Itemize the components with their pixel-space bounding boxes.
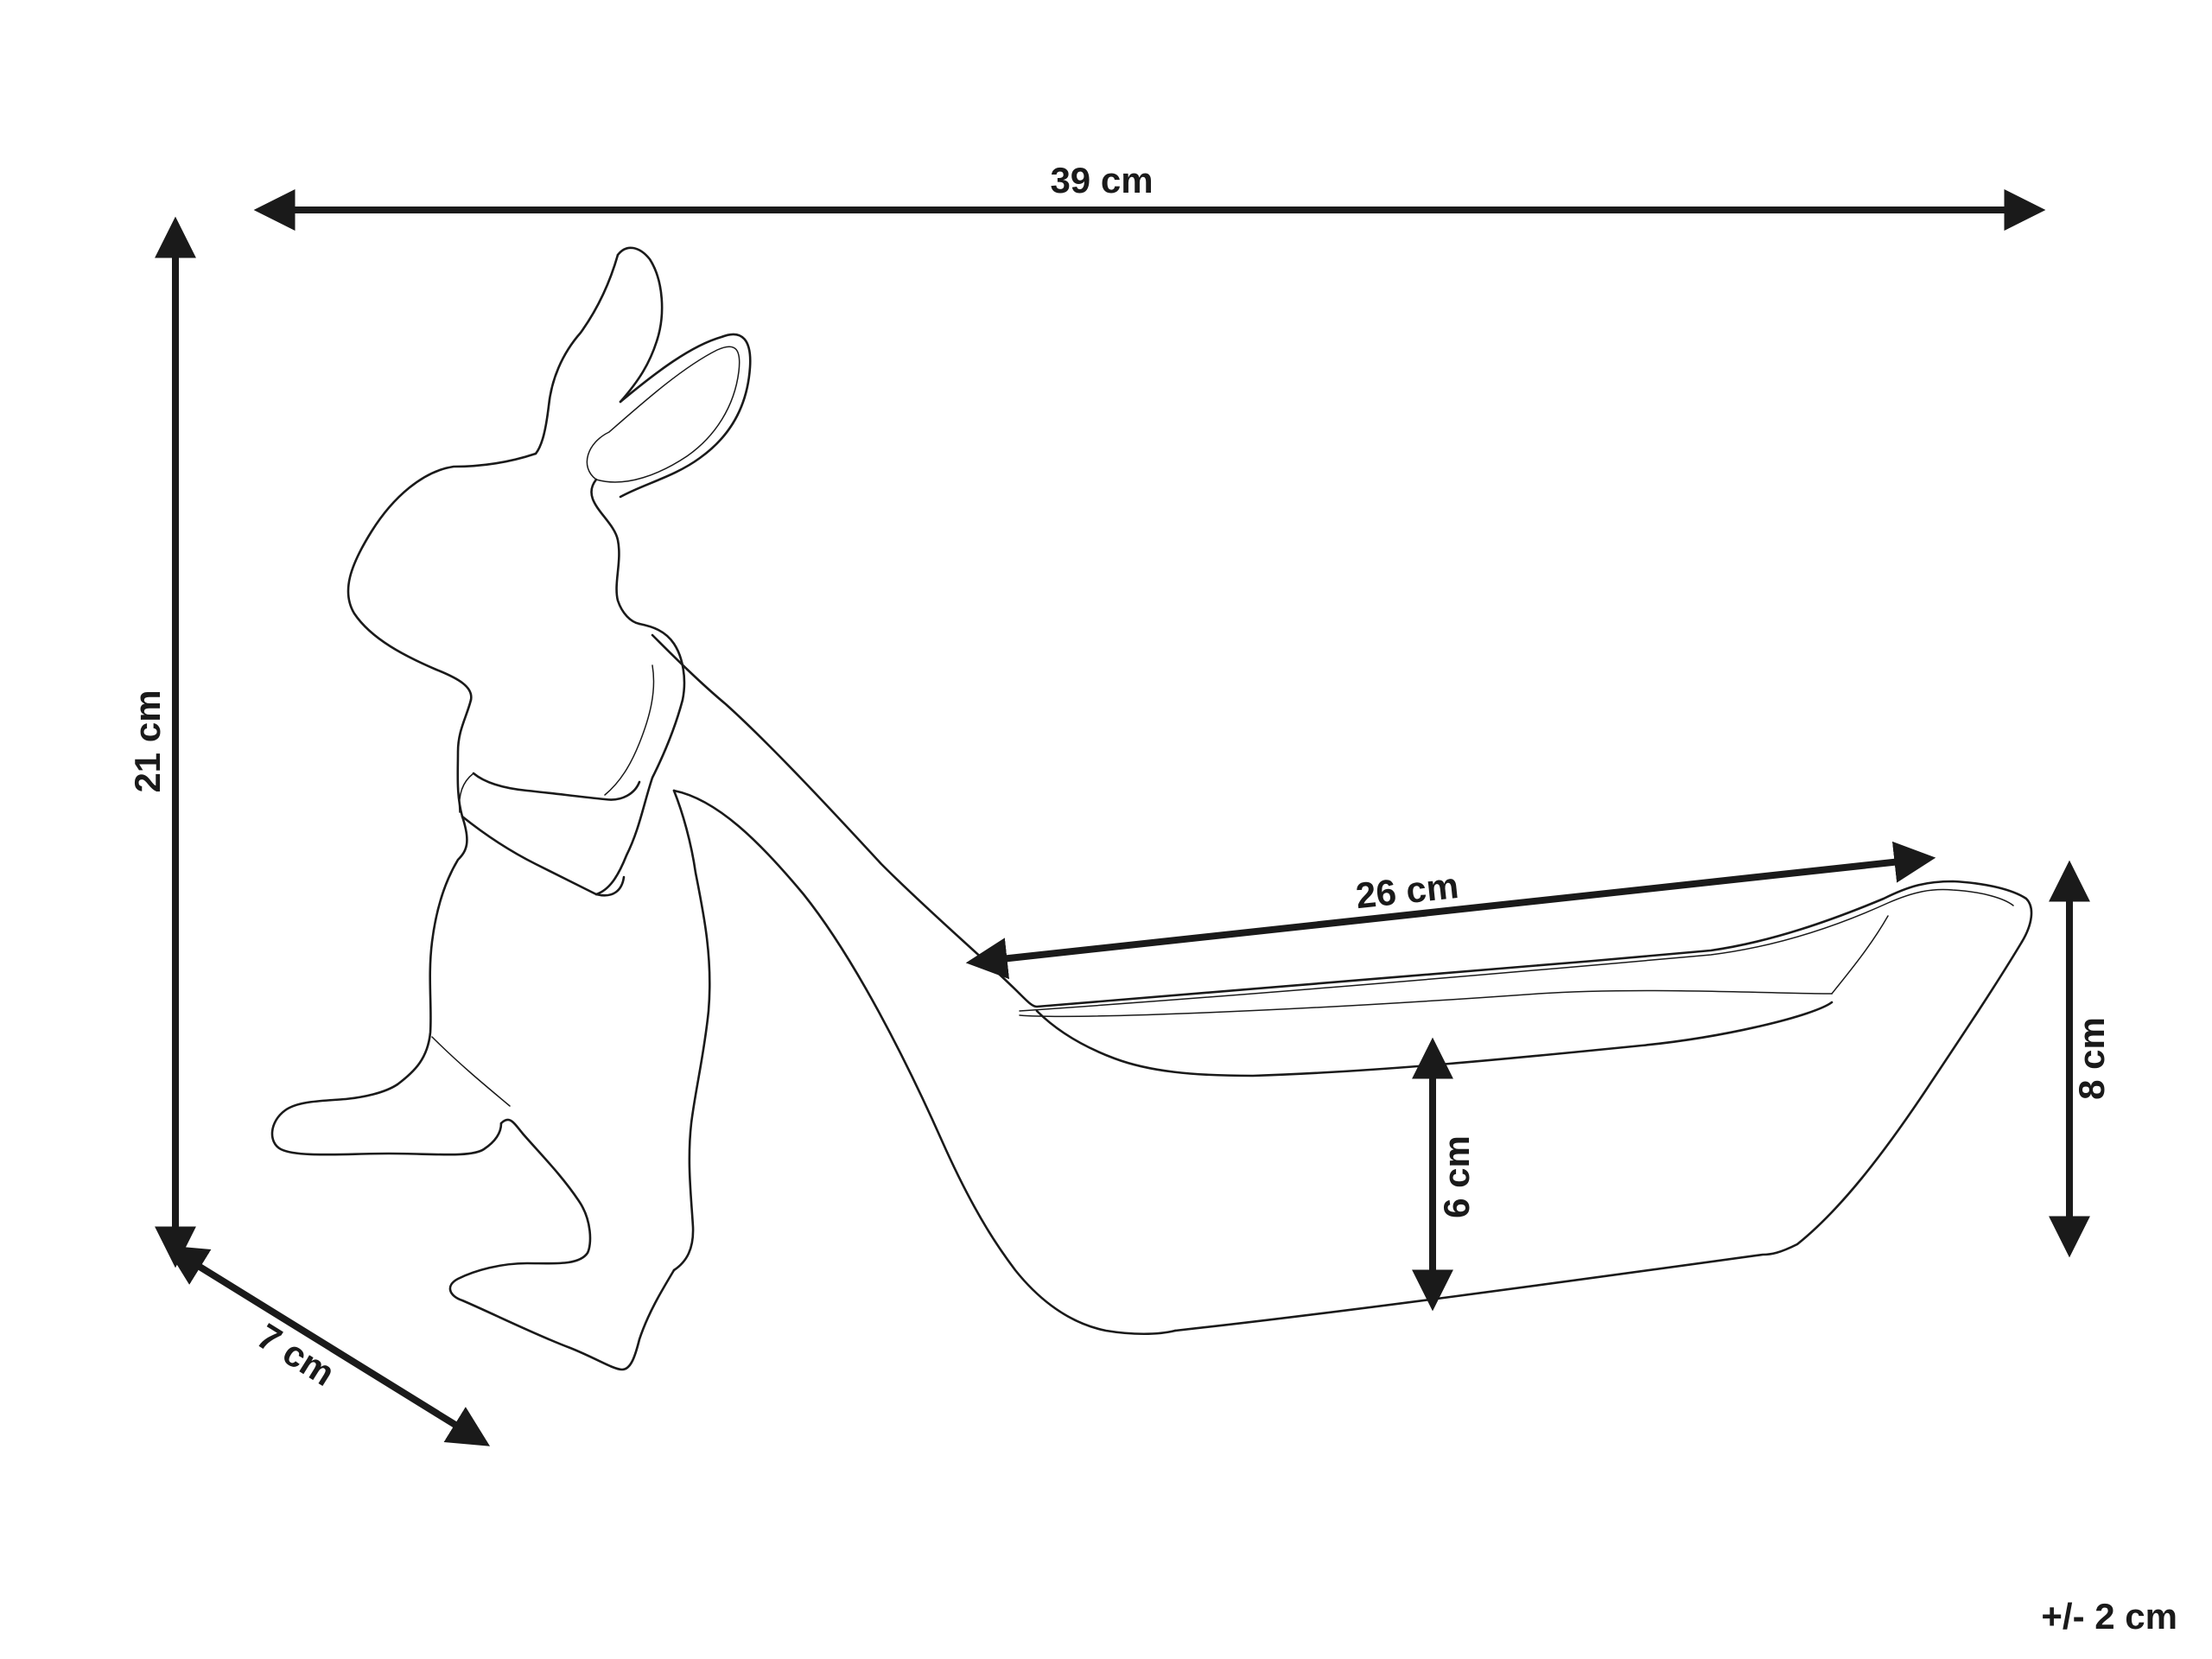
depth-arrow	[164, 1245, 491, 1446]
rabbit-figure	[270, 246, 752, 1371]
tray-handle-bottom	[672, 789, 1177, 1336]
rabbit-back-ear-top	[616, 246, 664, 404]
height-label: 21 cm	[127, 690, 168, 792]
rabbit-belly	[672, 789, 711, 1272]
rabbit-hind-leg	[270, 1083, 503, 1156]
rabbit-back	[396, 698, 473, 1086]
rabbit-front-ear-inner	[586, 346, 741, 483]
tray-inner-height-label: 6 cm	[1436, 1135, 1477, 1218]
rabbit-collar-lower	[461, 815, 626, 897]
tray-inner-end	[1831, 915, 1889, 995]
rabbit-collar	[472, 772, 641, 801]
dimension-labels: 39 cm 21 cm 7 cm 26 cm 6 cm 8 cm +/- 2 c…	[127, 160, 2177, 1637]
tray	[651, 633, 2033, 1336]
tray-end-height-label: 8 cm	[2071, 1017, 2112, 1100]
tray-length-arrow	[965, 841, 1936, 980]
dimension-lines	[155, 189, 2090, 1446]
rabbit-arm-inner	[604, 664, 655, 796]
tray-inner-rim	[1019, 888, 2014, 1012]
tray-handle-top	[651, 633, 1021, 995]
tray-body	[1035, 1001, 1834, 1077]
rabbit-front-leg	[448, 1118, 676, 1371]
rabbit-head	[346, 452, 537, 702]
rabbit-arm	[594, 622, 686, 896]
tray-inner-floor	[1019, 989, 1833, 1018]
tolerance-label: +/- 2 cm	[2041, 1596, 2177, 1637]
rabbit-back-ear	[534, 253, 620, 455]
rabbit-collar-fold	[458, 772, 474, 813]
rabbit-hind-leg-inner	[431, 1036, 511, 1107]
width-label: 39 cm	[1050, 160, 1153, 200]
tray-end	[1173, 940, 2024, 1332]
rabbit-face	[590, 478, 641, 626]
rabbit-front-ear	[619, 333, 752, 499]
